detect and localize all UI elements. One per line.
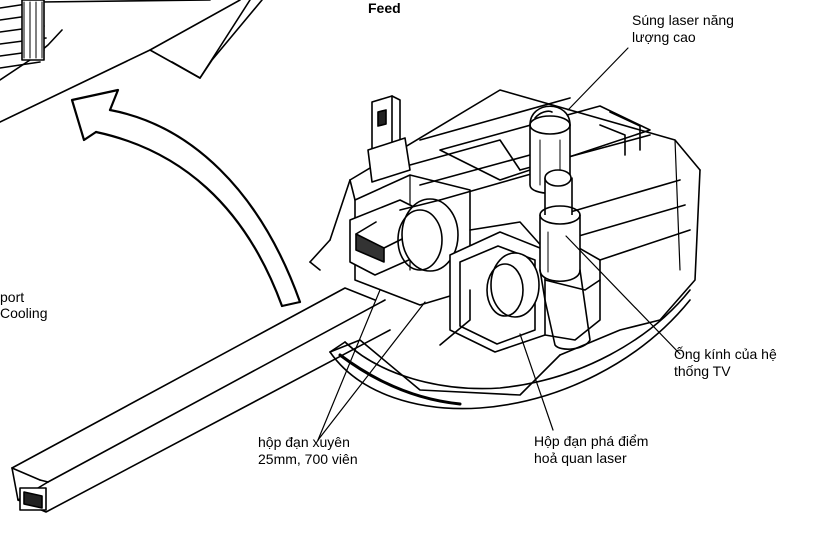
label-laser-gun: Súng laser năng lượng cao [632,12,734,45]
label-he-ammo: Hộp đạn phá điểm hoả quan laser [534,433,649,466]
leader-lines [317,47,681,441]
leader-ap-ammo-2 [317,301,426,441]
leader-laser-gun [567,47,629,111]
label-feed: Feed [368,0,401,16]
feed-chute [11,287,391,513]
flow-arrow [70,88,302,308]
turret-body [309,89,701,396]
label-support-cooling: port Cooling [0,289,48,321]
fuselage-wedge [0,0,263,123]
leader-he-ammo [519,333,554,431]
tv-lens-tube [539,169,591,350]
leader-tv-lens [565,235,681,355]
gun-barrel-bundle [0,0,211,81]
leader-ap-ammo-1 [317,289,381,441]
label-tv-lens: Ống kính của hệ thống TV [674,346,777,379]
label-ap-ammo: hộp đạn xuyên 25mm, 700 viên [258,434,358,467]
turret-base [329,289,691,410]
